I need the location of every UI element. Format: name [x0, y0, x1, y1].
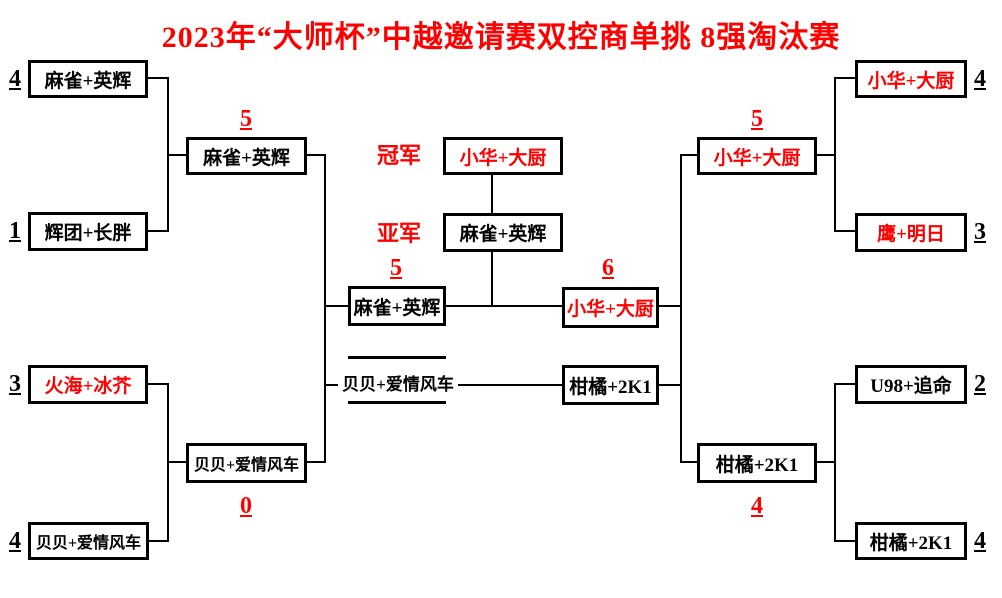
sf-left2-score: 0	[240, 493, 252, 519]
qf-right2-bottom-score: 4	[974, 528, 986, 554]
sf-left1-winner-box: 麻雀+英辉	[186, 137, 307, 175]
qf-right1-bottom-box: 鹰+明日	[855, 213, 967, 252]
bracket-line	[659, 384, 681, 386]
qf-right2-top-box: U98+追命	[855, 365, 967, 404]
qf-left2-top-score: 3	[9, 371, 21, 397]
bracket-line	[491, 175, 493, 213]
bracket-line	[680, 154, 697, 156]
runner-up-label: 亚军	[376, 221, 421, 246]
bracket-line	[834, 540, 855, 542]
sf-right2-winner-box: 柑橘+2K1	[697, 443, 817, 483]
bracket-line	[148, 77, 169, 79]
bracket-line	[324, 154, 326, 463]
qf-left2-bottom-box: 贝贝+爱情风车	[28, 522, 149, 560]
tournament-title: 2023年“大师杯”中越邀请赛双控商单挑 8强淘汰赛	[161, 21, 841, 54]
bracket-line	[491, 252, 493, 307]
final-left-box: 麻雀+英辉	[348, 286, 446, 326]
bracket-line	[834, 230, 855, 232]
bracket-line	[324, 305, 348, 307]
qf-right1-top-box: 小华+大厨	[855, 60, 967, 98]
sf-right1-score: 5	[751, 106, 763, 132]
sf-right1-winner-box: 小华+大厨	[697, 137, 817, 175]
qf-left1-top-score: 4	[9, 66, 21, 92]
qf-right1-top-score: 4	[974, 66, 986, 92]
sf-right2-score: 4	[751, 493, 763, 519]
bracket-line	[348, 356, 446, 359]
bracket-line	[817, 154, 836, 156]
qf-right2-top-score: 2	[974, 371, 986, 397]
bracket-line	[148, 540, 169, 542]
bracket-line	[307, 461, 326, 463]
qf-left1-bottom-score: 1	[9, 218, 21, 244]
bracket-line	[167, 154, 186, 156]
bracket-line	[307, 154, 326, 156]
final-right-score: 6	[602, 255, 614, 281]
qf-right1-bottom-score: 3	[974, 219, 986, 245]
bracket-line	[348, 401, 446, 404]
bracket-line	[148, 383, 169, 385]
bracket-line	[148, 230, 169, 232]
sf-left2-winner-box: 贝贝+爱情风车	[186, 443, 307, 483]
bracket-line	[834, 383, 836, 542]
qf-right2-bottom-box: 柑橘+2K1	[855, 522, 967, 560]
third-place-left-name: 贝贝+爱情风车	[338, 372, 458, 398]
champion-box: 小华+大厨	[443, 137, 563, 175]
bracket-line	[834, 77, 836, 232]
qf-left1-top-box: 麻雀+英辉	[28, 60, 148, 98]
qf-left1-bottom-box: 辉团+长胖	[28, 212, 148, 251]
sf-left1-score: 5	[240, 106, 252, 132]
runner-up-box: 麻雀+英辉	[443, 213, 563, 252]
bracket-line	[680, 461, 697, 463]
bracket-line	[834, 77, 855, 79]
qf-left2-top-box: 火海+冰芥	[28, 365, 148, 404]
bracket-line	[659, 305, 681, 307]
bracket-line	[680, 154, 682, 463]
bracket-line	[834, 383, 855, 385]
final-left-score: 5	[390, 255, 402, 281]
final-right-box: 小华+大厨	[562, 287, 659, 328]
qf-left2-bottom-score: 4	[9, 528, 21, 554]
third-place-right-box: 柑橘+2K1	[562, 365, 659, 405]
champion-label: 冠军	[376, 143, 421, 168]
bracket-line	[446, 305, 562, 307]
bracket-line	[167, 461, 186, 463]
bracket-line	[817, 461, 836, 463]
